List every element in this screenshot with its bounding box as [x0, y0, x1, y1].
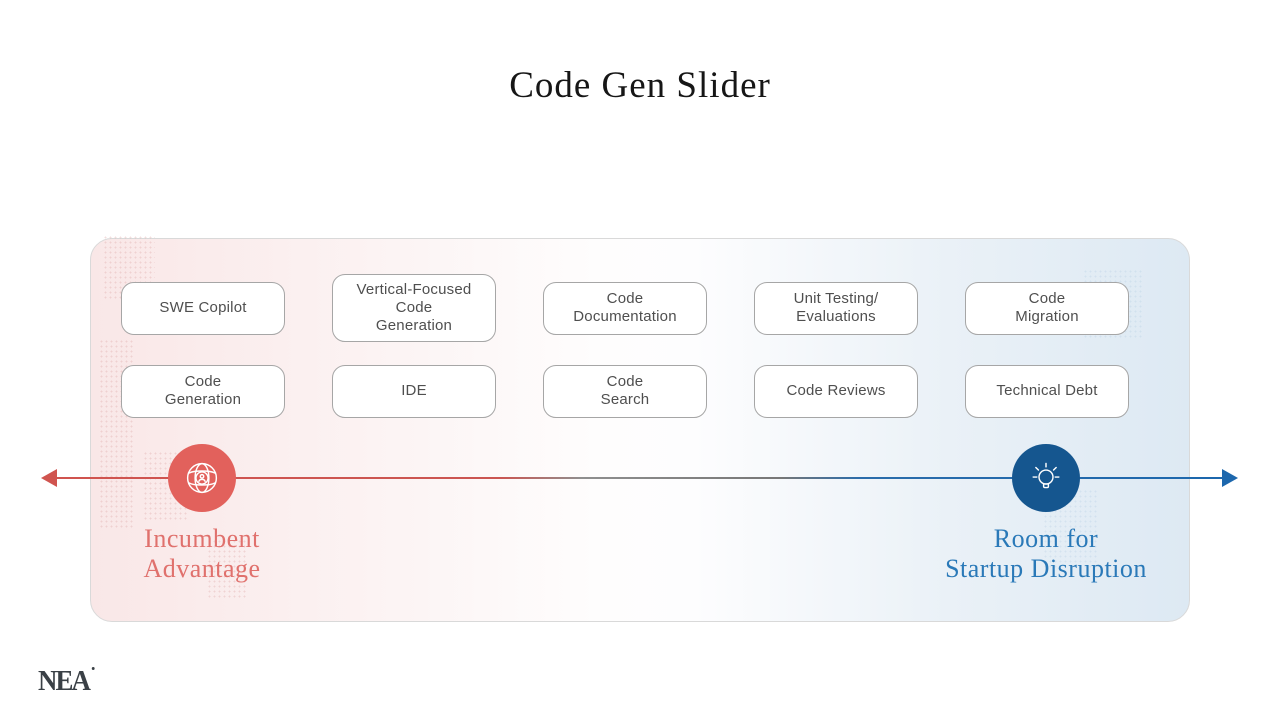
category-box-ide: IDE [332, 364, 496, 418]
nea-logo: NEA [38, 666, 95, 698]
category-box-unit-testing: Unit Testing/ Evaluations [754, 281, 918, 335]
startup-marker [1012, 444, 1080, 512]
startup-disruption-label: Room for Startup Disruption [945, 524, 1147, 583]
category-box-code-generation: Code Generation [121, 364, 285, 418]
category-row-bottom: Code Generation IDE Code Search Code Rev… [121, 364, 1129, 418]
incumbent-marker [168, 444, 236, 512]
globe-user-icon [179, 455, 225, 501]
nea-logo-text: NEA [38, 666, 91, 697]
slider-axis-line [56, 477, 1224, 479]
category-box-code-migration: Code Migration [965, 281, 1129, 335]
lightbulb-icon [1023, 455, 1069, 501]
category-box-code-docs: Code Documentation [543, 281, 707, 335]
category-box-code-reviews: Code Reviews [754, 364, 918, 418]
arrow-right-icon [1222, 469, 1238, 487]
category-box-code-search: Code Search [543, 364, 707, 418]
category-box-vertical-codegen: Vertical-Focused Code Generation [332, 274, 496, 342]
arrow-left-icon [41, 469, 57, 487]
logo-trademark-dot [91, 667, 95, 670]
category-box-technical-debt: Technical Debt [965, 364, 1129, 418]
category-row-top: SWE Copilot Vertical-Focused Code Genera… [121, 274, 1129, 342]
page-title: Code Gen Slider [509, 65, 771, 106]
category-box-swe-copilot: SWE Copilot [121, 281, 285, 335]
incumbent-advantage-label: Incumbent Advantage [143, 524, 261, 583]
